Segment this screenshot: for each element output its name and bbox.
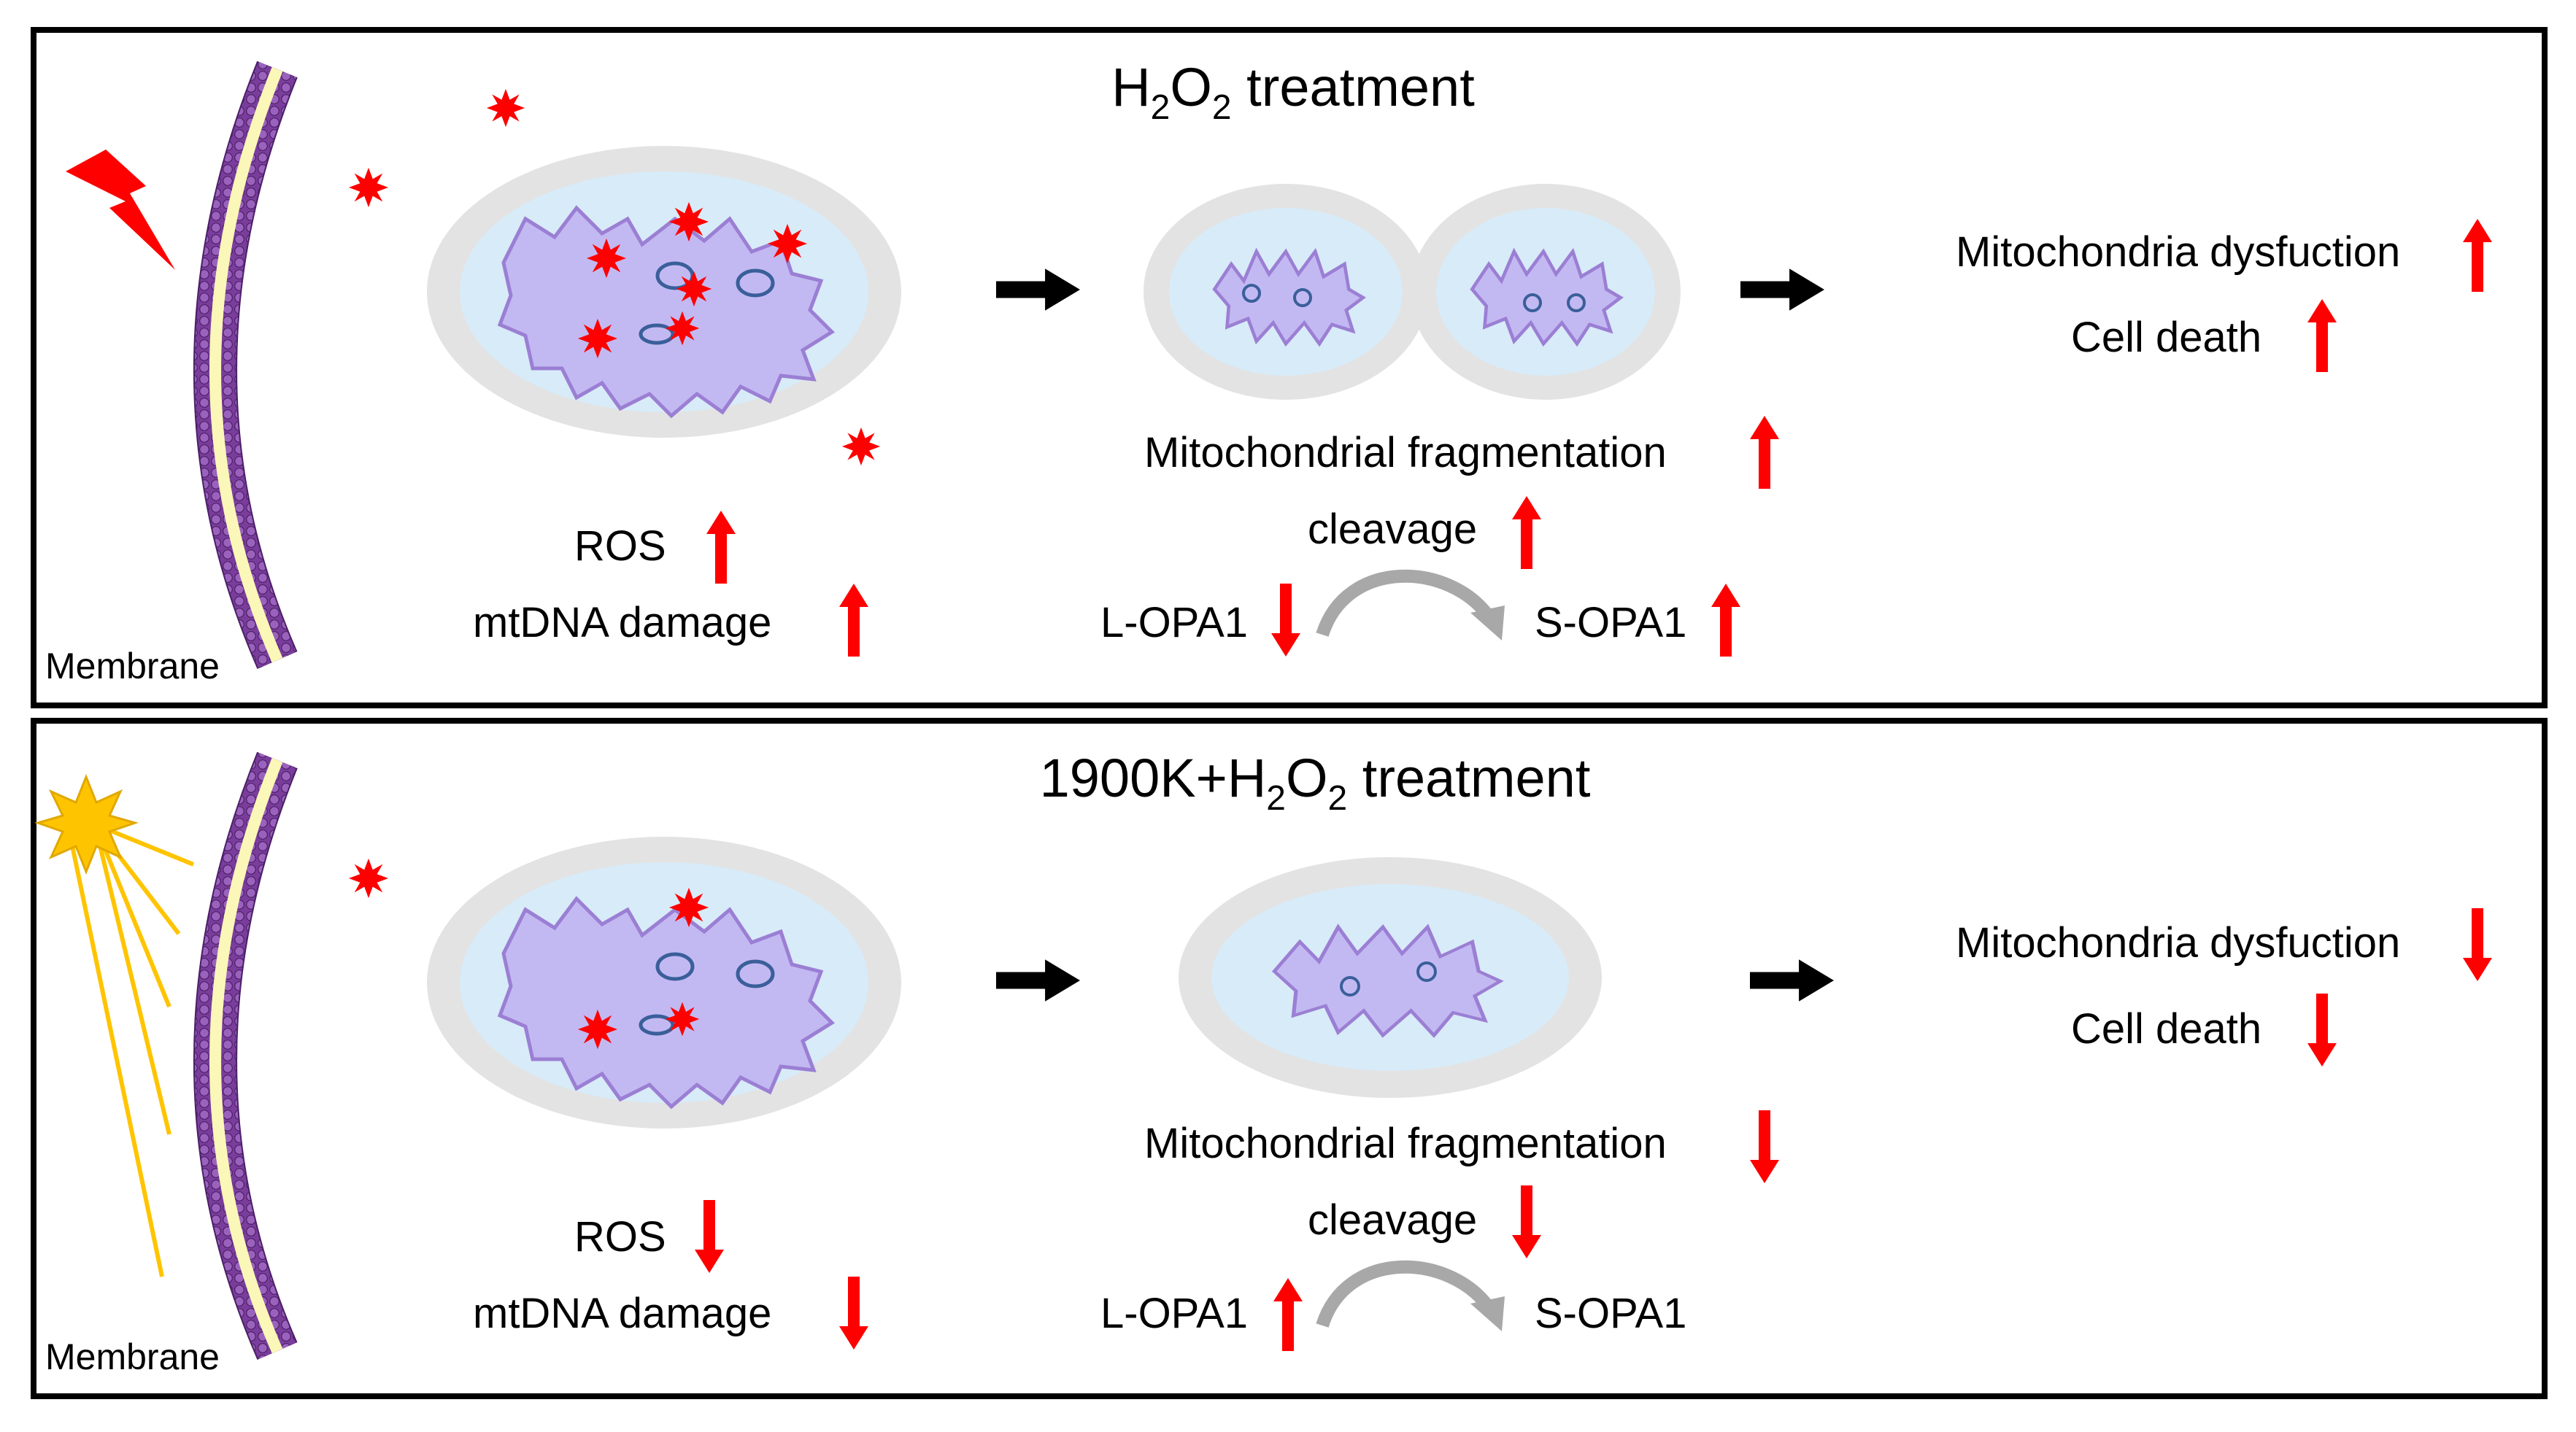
lightning-bolt-icon — [66, 150, 175, 270]
red-down-arrow-icon — [2463, 908, 2492, 981]
black-right-arrow-icon — [996, 268, 1080, 311]
panel-h2o2: Membrane ROS mtDNA damage — [31, 27, 2548, 708]
panel-frame — [31, 27, 2548, 708]
panel-title: H2O2 treatment — [1111, 57, 1475, 127]
mitochondrial-fragmentation-label: Mitochondrial fragmentation — [1144, 1120, 1667, 1167]
ros-starburst-icon — [577, 1009, 618, 1050]
black-right-arrow-icon — [1750, 959, 1834, 1002]
dysfunction-change-arrow — [2463, 908, 2492, 981]
ros-starburst-icon — [841, 427, 881, 466]
ros-starburst-icon — [586, 238, 627, 279]
ros-starburst-icon — [665, 1002, 700, 1037]
ros-starburst-icon — [665, 311, 700, 346]
ros-starburst-icon — [668, 201, 709, 242]
opa1-conversion-arrowhead — [1470, 1296, 1505, 1331]
red-up-arrow-icon — [1750, 416, 1779, 489]
ros-starburst-icon — [767, 223, 808, 264]
cleavage-label: cleavage — [1308, 506, 1477, 553]
mitochondrial-fragmentation-label: Mitochondrial fragmentation — [1144, 429, 1667, 476]
cell-death-change-arrow — [2307, 299, 2337, 372]
red-up-arrow-icon — [706, 511, 736, 584]
mitochondria-dysfunction-label: Mitochondria dysfuction — [1956, 228, 2400, 276]
opa1-conversion-arrow — [1316, 1260, 1495, 1328]
cell-death-label: Cell death — [2071, 314, 2261, 361]
l-opa1-change-arrow — [1271, 584, 1300, 657]
l-opa1-label: L-OPA1 — [1100, 1290, 1248, 1337]
red-down-arrow-icon — [1271, 584, 1300, 657]
ros-change-arrow — [706, 511, 736, 584]
cell-mitochondrion-fused — [1179, 857, 1602, 1098]
ros-change-arrow — [695, 1200, 724, 1273]
membrane-label: Membrane — [45, 1336, 220, 1377]
mtdna-change-arrow — [839, 584, 868, 657]
mitochondria-dysfunction-label: Mitochondria dysfuction — [1956, 919, 2400, 967]
cleavage-label: cleavage — [1308, 1196, 1477, 1244]
mtdna-change-arrow — [839, 1277, 868, 1350]
ros-starburst-icon — [348, 167, 389, 208]
membrane-label: Membrane — [45, 646, 220, 686]
black-right-arrow-icon — [1740, 268, 1824, 311]
l-opa1-change-arrow — [1273, 1278, 1303, 1351]
ros-starburst-icon — [676, 271, 712, 307]
red-up-arrow-icon — [839, 584, 868, 657]
cell-mitochondrion-intact — [427, 146, 901, 438]
red-up-arrow-icon — [2463, 219, 2492, 292]
cleavage-change-arrow — [1512, 1185, 1541, 1258]
red-down-arrow-icon — [2307, 994, 2337, 1067]
opa1-conversion-arrow — [1316, 569, 1495, 637]
cell-death-label: Cell death — [2071, 1005, 2261, 1053]
red-down-arrow-icon — [1750, 1110, 1779, 1183]
panel-title: 1900K+H2O2 treatment — [1040, 748, 1591, 818]
ros-starburst-icon — [577, 318, 618, 359]
membrane — [193, 61, 298, 669]
l-opa1-label: L-OPA1 — [1100, 599, 1248, 646]
s-opa1-label: S-OPA1 — [1535, 599, 1686, 646]
ros-starburst-icon — [348, 858, 389, 899]
cleavage-change-arrow — [1512, 496, 1541, 569]
mtdna-damage-label: mtDNA damage — [473, 599, 771, 646]
ros-label: ROS — [574, 522, 666, 570]
ros-starburst-icon — [486, 88, 525, 128]
red-up-arrow-icon — [1273, 1278, 1303, 1351]
cell-death-change-arrow — [2307, 994, 2337, 1067]
red-down-arrow-icon — [1512, 1185, 1541, 1258]
sun-icon — [34, 773, 195, 1277]
fragmentation-change-arrow — [1750, 416, 1779, 489]
cell-mitochondria-fragmented — [1144, 184, 1681, 400]
opa1-conversion-arrowhead — [1470, 605, 1505, 640]
dysfunction-change-arrow — [2463, 219, 2492, 292]
red-up-arrow-icon — [1512, 496, 1541, 569]
red-down-arrow-icon — [695, 1200, 724, 1273]
fragmentation-change-arrow — [1750, 1110, 1779, 1183]
panel-1900k-h2o2: Membrane ROS mtDNA damage — [31, 718, 2548, 1399]
s-opa1-change-arrow — [1711, 584, 1740, 657]
red-up-arrow-icon — [1711, 584, 1740, 657]
black-right-arrow-icon — [996, 959, 1080, 1002]
cell-mitochondrion-protected — [427, 837, 901, 1129]
membrane — [193, 751, 298, 1360]
red-down-arrow-icon — [839, 1277, 868, 1350]
red-up-arrow-icon — [2307, 299, 2337, 372]
ros-label: ROS — [574, 1213, 666, 1261]
mtdna-damage-label: mtDNA damage — [473, 1290, 771, 1337]
s-opa1-label: S-OPA1 — [1535, 1290, 1686, 1337]
panel-frame — [31, 718, 2548, 1399]
ros-starburst-icon — [668, 887, 709, 928]
